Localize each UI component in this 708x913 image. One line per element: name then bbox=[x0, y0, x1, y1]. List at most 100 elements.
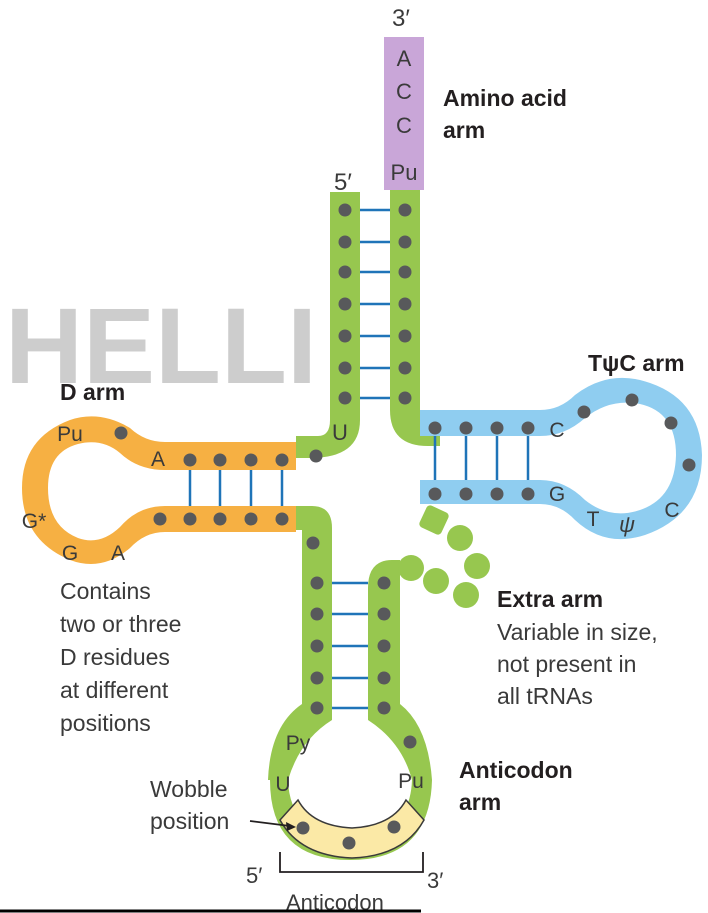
extra-arm-title: Extra arm bbox=[497, 586, 603, 612]
extra-arm-note-3: all tRNAs bbox=[497, 683, 593, 709]
nucleotide bbox=[378, 577, 391, 590]
nucleotide bbox=[378, 672, 391, 685]
anticodon-five-prime: 5′ bbox=[246, 863, 262, 888]
nucleotide bbox=[404, 736, 417, 749]
amino-acid-arm-label-line2: arm bbox=[443, 117, 485, 143]
nucleotide bbox=[245, 513, 258, 526]
extra-arm-link bbox=[418, 504, 450, 536]
nucleotide bbox=[115, 427, 128, 440]
tpsic-base-t: T bbox=[587, 508, 600, 531]
anticodon-arm-label-line1: Anticodon bbox=[459, 757, 573, 783]
acceptor-pair-lines bbox=[360, 210, 390, 398]
d-arm-base-gstar: G* bbox=[22, 510, 47, 533]
three-prime-top: 3′ bbox=[392, 5, 410, 32]
nucleotide bbox=[311, 702, 324, 715]
d-arm-note-3: D residues bbox=[60, 644, 170, 670]
nucleotide bbox=[339, 204, 352, 217]
nucleotide bbox=[154, 513, 167, 526]
nucleotide bbox=[297, 822, 310, 835]
extra-arm-note-2: not present in bbox=[497, 651, 636, 677]
nucleotide bbox=[245, 454, 258, 467]
nucleotide bbox=[311, 577, 324, 590]
nucleotide bbox=[214, 513, 227, 526]
tpsic-base-c-right: C bbox=[664, 499, 679, 522]
nucleotide bbox=[311, 672, 324, 685]
nucleotide bbox=[310, 450, 323, 463]
nucleotide bbox=[214, 454, 227, 467]
amino-acid-arm-label-line1: Amino acid bbox=[443, 85, 567, 111]
nucleotide bbox=[665, 417, 678, 430]
anticodon-base-u: U bbox=[275, 773, 290, 796]
nucleotide bbox=[683, 459, 696, 472]
nucleotide bbox=[339, 266, 352, 279]
nucleotide bbox=[399, 298, 412, 311]
nucleotide bbox=[276, 513, 289, 526]
nucleotide bbox=[399, 392, 412, 405]
nucleotide bbox=[343, 837, 356, 850]
anticodon-arm-label-line2: arm bbox=[459, 789, 501, 815]
tpsic-arm-loop bbox=[420, 378, 702, 539]
nucleotide bbox=[378, 608, 391, 621]
nucleotide bbox=[626, 394, 639, 407]
extra-arm-nt bbox=[453, 582, 479, 608]
nucleotide bbox=[578, 406, 591, 419]
nucleotide bbox=[522, 488, 535, 501]
nucleotide bbox=[378, 640, 391, 653]
d-arm-note-1: Contains bbox=[60, 578, 151, 604]
d-arm-note-2: two or three bbox=[60, 611, 181, 637]
acceptor-stem-right-strand bbox=[390, 190, 440, 446]
extra-arm-note-1: Variable in size, bbox=[497, 619, 658, 645]
anticodon-pair-lines bbox=[332, 583, 368, 708]
nucleotide bbox=[339, 298, 352, 311]
d-arm-title: D arm bbox=[60, 379, 125, 405]
tpsic-pair-lines bbox=[435, 436, 528, 480]
tpsic-base-g: G bbox=[549, 483, 565, 506]
nucleotide bbox=[388, 821, 401, 834]
extra-arm-nt bbox=[447, 525, 473, 551]
anticodon-base-py: Py bbox=[286, 732, 311, 755]
junction-base-u: U bbox=[332, 420, 348, 445]
tpsic-arm-title: TψC arm bbox=[588, 350, 685, 376]
nucleotide bbox=[429, 422, 442, 435]
d-arm-pair-lines bbox=[190, 470, 282, 506]
extra-arm-nt bbox=[464, 553, 490, 579]
nucleotide bbox=[399, 266, 412, 279]
nucleotide bbox=[307, 537, 320, 550]
d-arm-base-pu: Pu bbox=[57, 423, 83, 446]
d-arm-base-a-bottom: A bbox=[111, 542, 125, 565]
nucleotide bbox=[491, 422, 504, 435]
five-prime-top: 5′ bbox=[334, 169, 352, 196]
extra-arm-nucleotides bbox=[398, 504, 490, 608]
nucleotide bbox=[339, 330, 352, 343]
tpsic-base-c-top: C bbox=[549, 419, 564, 442]
anticodon-base-pu: Pu bbox=[398, 770, 424, 793]
nucleotide bbox=[311, 608, 324, 621]
d-arm-note-5: positions bbox=[60, 710, 151, 736]
nucleotide bbox=[184, 513, 197, 526]
nucleotide bbox=[460, 488, 473, 501]
acceptor-base-4: Pu bbox=[391, 160, 418, 185]
nucleotide bbox=[399, 362, 412, 375]
extra-arm-nt bbox=[423, 568, 449, 594]
nucleotide bbox=[276, 454, 289, 467]
d-arm-base-g: G bbox=[62, 542, 78, 565]
wobble-label-line2: position bbox=[150, 808, 229, 834]
acceptor-base-2: C bbox=[396, 79, 412, 104]
nucleotide bbox=[339, 392, 352, 405]
nucleotide bbox=[378, 702, 391, 715]
watermark-text: HELLI bbox=[5, 285, 317, 406]
anticodon-three-prime: 3′ bbox=[427, 868, 443, 893]
d-arm-base-a-top: A bbox=[151, 448, 165, 471]
nucleotide bbox=[399, 204, 412, 217]
nucleotide bbox=[339, 236, 352, 249]
nucleotide bbox=[429, 488, 442, 501]
nucleotide bbox=[491, 488, 504, 501]
anticodon-stem-right-strand bbox=[368, 560, 432, 780]
nucleotide bbox=[399, 330, 412, 343]
d-arm-note-4: at different bbox=[60, 677, 169, 703]
acceptor-base-1: A bbox=[397, 46, 412, 71]
nucleotide bbox=[339, 362, 352, 375]
acceptor-base-3: C bbox=[396, 113, 412, 138]
tpsic-base-psi: ψ bbox=[619, 512, 635, 537]
